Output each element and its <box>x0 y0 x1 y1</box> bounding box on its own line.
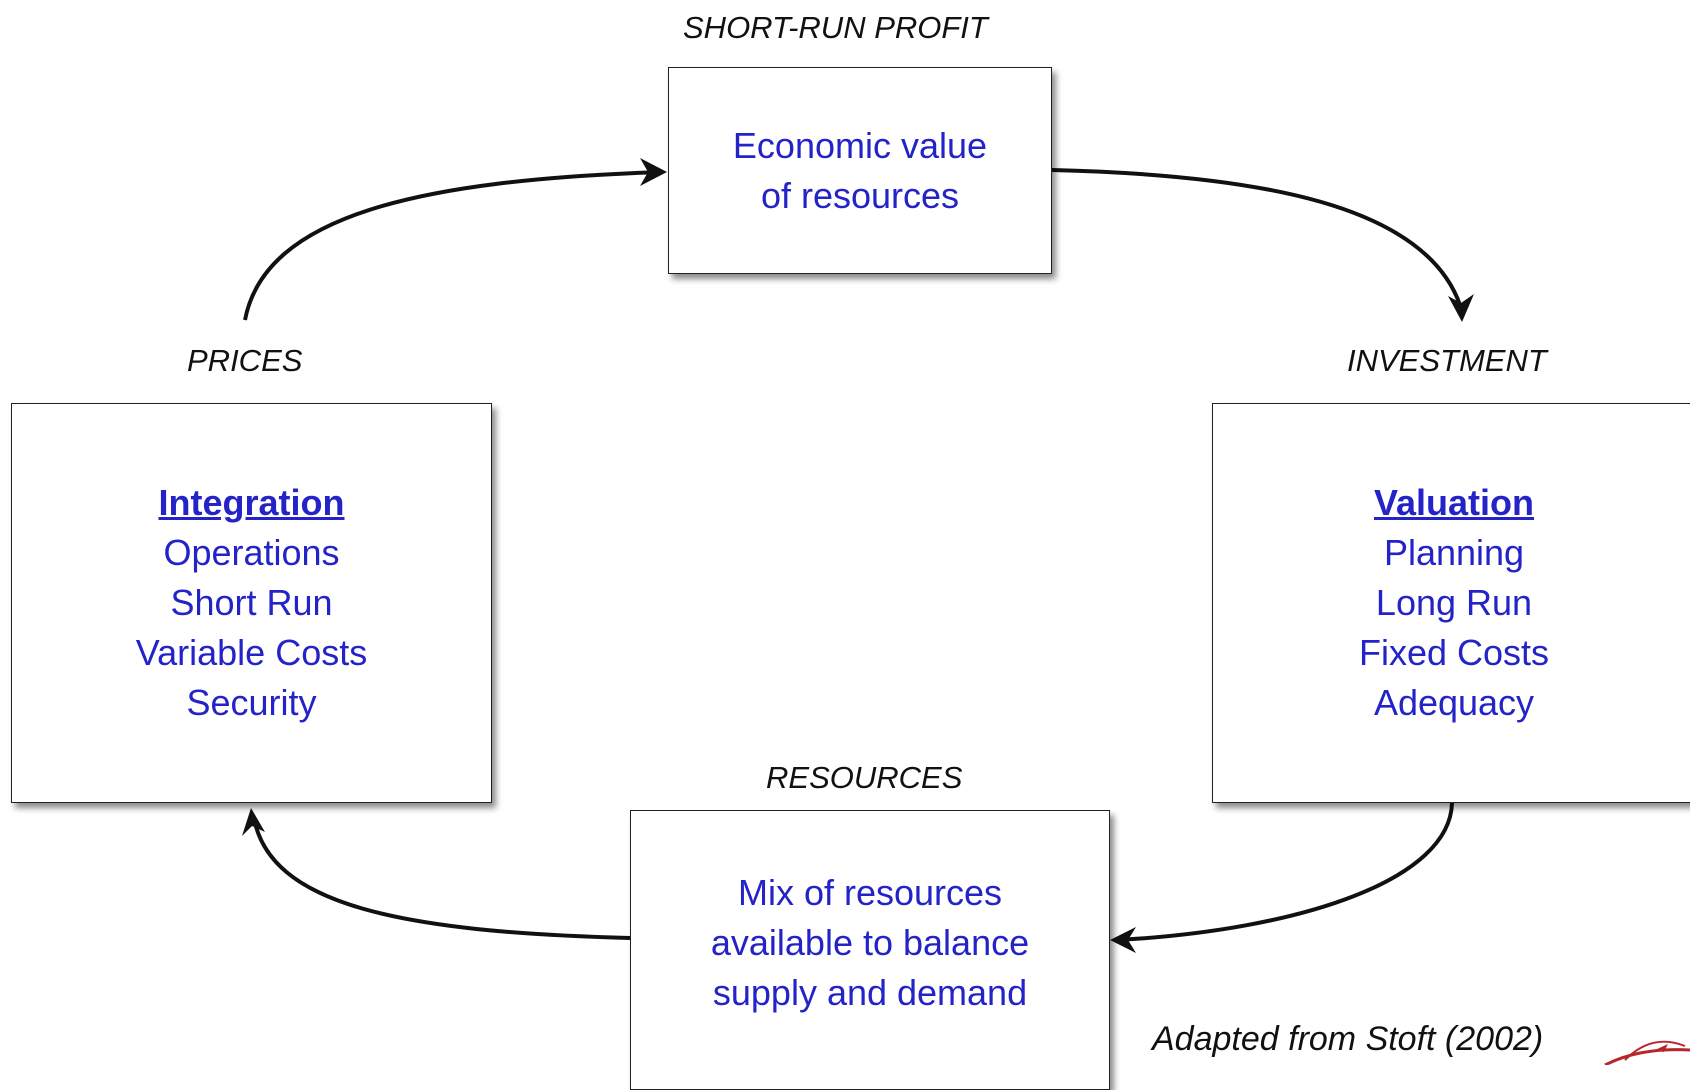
valuation-box: Valuation Planning Long Run Fixed Costs … <box>1212 403 1690 803</box>
valuation-line: Adequacy <box>1373 682 1535 723</box>
valuation-line: Long Run <box>1375 582 1533 623</box>
resources-mix-line-1: Mix of resources <box>737 872 1003 913</box>
integration-line: Security <box>186 682 317 723</box>
integration-heading: Integration <box>158 482 345 523</box>
resources-mix-box: Mix of resources available to balance su… <box>630 810 1110 1090</box>
valuation-line: Planning <box>1383 532 1525 573</box>
economic-value-line-2: of resources <box>760 174 960 216</box>
label-investment: INVESTMENT <box>1347 343 1547 378</box>
arrowhead-icon <box>640 158 667 186</box>
label-short-run-profit: SHORT-RUN PROFIT <box>683 10 988 45</box>
arrow-prices-to-profit <box>243 170 663 321</box>
integration-line: Variable Costs <box>135 632 368 673</box>
economic-value-line-1: Economic value <box>732 124 988 166</box>
resources-mix-line-3: supply and demand <box>712 972 1028 1013</box>
arrowhead-icon <box>1448 294 1474 322</box>
arrow-valuation-to-resources <box>1117 802 1454 942</box>
label-resources: RESOURCES <box>766 760 963 795</box>
cycle-arrows <box>242 158 1690 1065</box>
integration-line: Short Run <box>170 582 333 623</box>
resources-mix-line-2: available to balance <box>710 922 1030 963</box>
arrowhead-icon <box>1110 927 1136 953</box>
arrow-resources-to-integration <box>252 817 631 940</box>
economic-value-box: Economic value of resources <box>668 67 1052 274</box>
valuation-line: Fixed Costs <box>1358 632 1550 673</box>
label-prices: PRICES <box>187 343 303 378</box>
source-credit: Adapted from Stoft (2002) <box>1152 1020 1544 1058</box>
logo-swoosh-icon <box>1604 1040 1690 1065</box>
arrow-profit-to-investment <box>1051 168 1462 306</box>
arrowhead-icon <box>242 808 265 836</box>
integration-line: Operations <box>163 532 340 573</box>
integration-box: Integration Operations Short Run Variabl… <box>11 403 492 803</box>
valuation-heading: Valuation <box>1373 482 1535 523</box>
